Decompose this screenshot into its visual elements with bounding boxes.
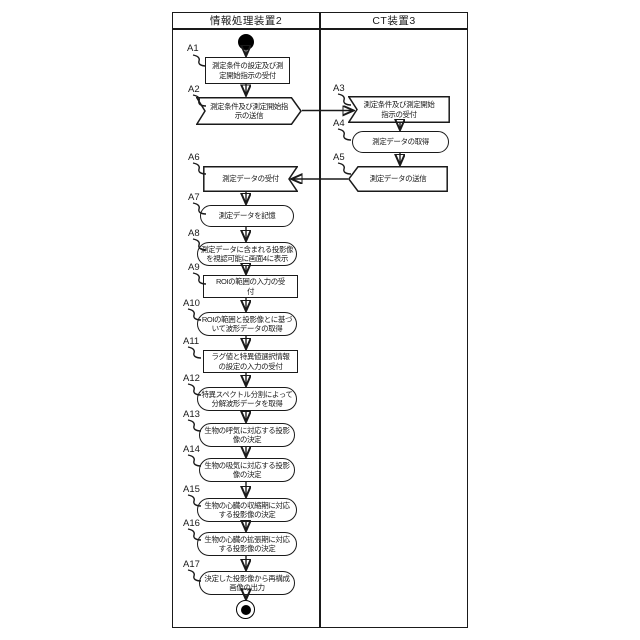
step-label-a12: A12 [183,373,200,384]
end-node-core [240,604,251,615]
flow-node-a16-text: 生物の心臓の拡張期に対応 する投影像の決定 [204,534,290,554]
step-label-a5: A5 [333,152,345,163]
flow-node-a14: 生物の吸気に対応する投影 像の決定 [199,458,295,482]
flow-node-a17-text: 決定した投影像から再構成 画像の出力 [204,573,290,593]
flow-node-a12: 特異スペクトル分割によって 分解波形データを取得 [197,387,297,411]
lane-header-right: CT装置3 [372,15,416,27]
flow-node-a3-text: 測定条件及び測定開始 指示の受付 [363,100,435,119]
step-label-a10: A10 [183,298,200,309]
header-separator [172,28,468,30]
flow-node-a10-text: ROIの範囲と投影像とに基づ いて波形データの取得 [201,314,293,334]
step-label-a9: A9 [188,262,200,273]
flow-node-a1-text: 測定条件の設定及び測 定開始指示の受付 [212,61,283,80]
step-label-a3: A3 [333,83,345,94]
step-label-a14: A14 [183,444,200,455]
step-label-a16: A16 [183,518,200,529]
flow-node-a4: 測定データの取得 [352,131,449,153]
step-label-a13: A13 [183,409,200,420]
send-signal-shape [348,166,448,192]
flow-node-a2-text: 測定条件及び測定開始指 示の送信 [209,101,289,121]
start-node [238,34,254,50]
flow-node-a1: 測定条件の設定及び測 定開始指示の受付 [205,57,290,84]
flow-node-a8-text: 測定データに含まれる投影像 を視認可能に画面4に表示 [200,244,294,264]
receive-signal-shape [203,166,298,192]
lane-header-left: 情報処理装置2 [209,15,283,27]
step-label-a7: A7 [188,192,200,203]
step-label-a17: A17 [183,559,200,570]
flow-node-a7: 測定データを記憶 [200,205,294,227]
step-label-a2: A2 [188,84,200,95]
flow-node-a7-text: 測定データを記憶 [218,211,276,221]
lane-divider [319,12,321,628]
step-label-a8: A8 [188,228,200,239]
flow-node-a13: 生物の呼気に対応する投影 像の決定 [199,423,295,447]
flow-node-a6-text: 測定データの受付 [222,174,279,184]
send-signal-shape [196,97,302,125]
flow-node-a2: 測定条件及び測定開始指 示の送信 [196,97,302,125]
flow-node-a9: ROIの範囲の入力の受 付 [203,275,298,298]
step-label-a1: A1 [187,43,199,54]
flow-node-a10: ROIの範囲と投影像とに基づ いて波形データの取得 [197,312,297,336]
flow-node-a3: 測定条件及び測定開始 指示の受付 [348,96,450,123]
flow-node-a12-text: 特異スペクトル分割によって 分解波形データを取得 [201,389,293,409]
flow-node-a11: ラグ値と特異値選択情報 の設定の入力の受付 [203,350,298,373]
step-label-a15: A15 [183,484,200,495]
step-label-a4: A4 [333,118,345,129]
flow-node-a6: 測定データの受付 [203,166,298,192]
flow-node-a11-text: ラグ値と特異値選択情報 の設定の入力の受付 [211,352,290,371]
flow-node-a5-text: 測定データの送信 [369,174,427,184]
flow-node-a5: 測定データの送信 [348,166,448,192]
flow-node-a14-text: 生物の吸気に対応する投影 像の決定 [204,460,290,480]
step-label-a11: A11 [183,336,200,347]
flow-node-a15-text: 生物の心臓の収縮期に対応 する投影像の決定 [204,500,290,520]
flow-node-a16: 生物の心臓の拡張期に対応 する投影像の決定 [197,532,297,556]
flow-node-a8: 測定データに含まれる投影像 を視認可能に画面4に表示 [197,242,297,266]
flow-node-a13-text: 生物の呼気に対応する投影 像の決定 [204,425,290,445]
flow-node-a9-text: ROIの範囲の入力の受 付 [216,277,285,296]
flow-node-a4-text: 測定データの取得 [372,137,429,147]
flow-node-a17: 決定した投影像から再構成 画像の出力 [199,571,295,595]
flow-node-a15: 生物の心臓の収縮期に対応 する投影像の決定 [197,498,297,522]
step-label-a6: A6 [188,152,200,163]
